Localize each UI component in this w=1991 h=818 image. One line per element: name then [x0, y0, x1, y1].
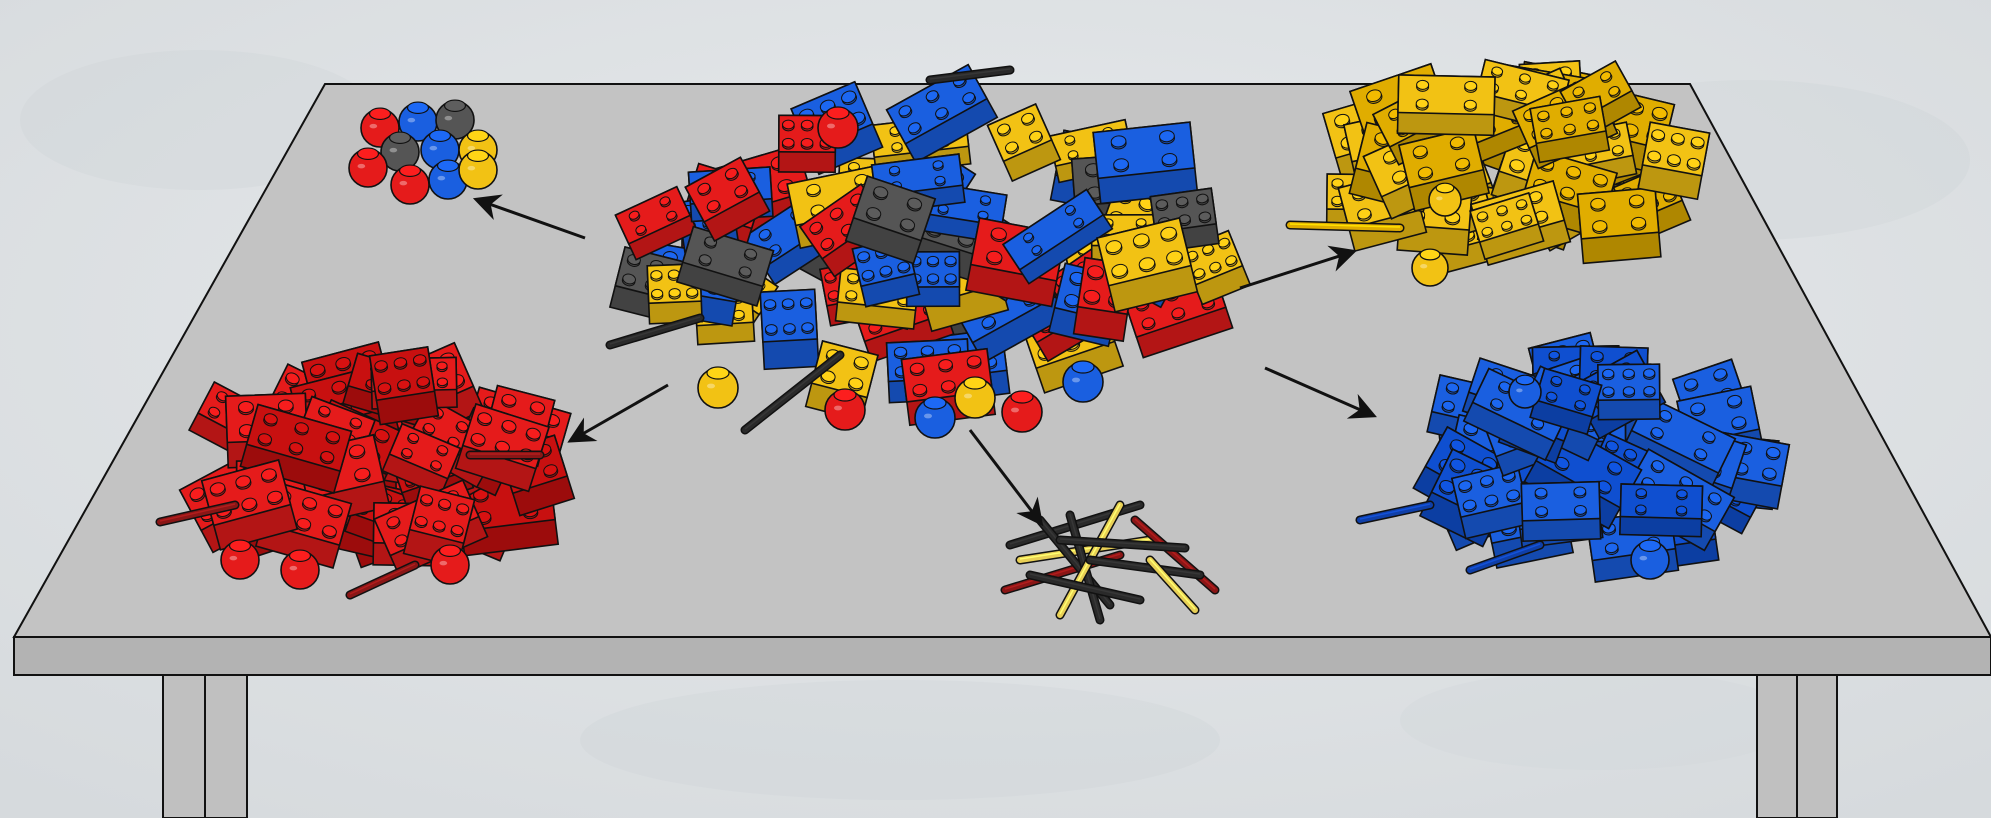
brick	[1578, 188, 1661, 264]
round-piece	[431, 545, 469, 584]
round-piece	[1429, 183, 1461, 216]
table-edge	[14, 637, 1991, 675]
round-piece	[281, 550, 319, 589]
brick	[1620, 484, 1703, 537]
axle	[1290, 224, 1400, 228]
round-piece	[1509, 375, 1541, 408]
round-piece	[915, 397, 955, 438]
round-piece	[349, 148, 387, 187]
brick	[370, 347, 439, 425]
round-piece	[818, 107, 858, 148]
brick	[1530, 96, 1609, 162]
round-piece	[825, 389, 865, 430]
round-piece	[459, 150, 497, 189]
round-piece	[1063, 361, 1103, 402]
round-piece	[221, 540, 259, 579]
round-piece	[1002, 391, 1042, 432]
brick	[1093, 122, 1197, 203]
round-piece	[698, 367, 738, 408]
brick	[1638, 122, 1709, 199]
brick	[1598, 364, 1660, 419]
round-piece	[1631, 540, 1669, 579]
round-piece	[955, 377, 995, 418]
brick	[760, 289, 819, 369]
brick	[1397, 75, 1495, 135]
round-piece	[391, 165, 429, 204]
brick	[1521, 482, 1600, 542]
round-piece	[1412, 249, 1448, 286]
axle	[470, 454, 540, 455]
